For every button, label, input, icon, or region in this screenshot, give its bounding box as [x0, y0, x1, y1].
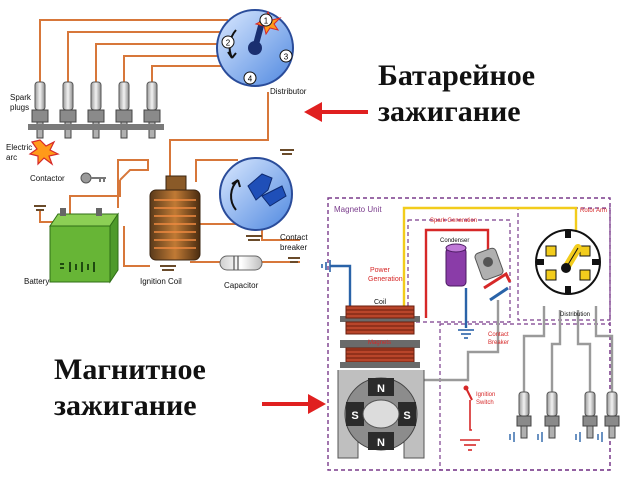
magneto-contact-breaker-label-2: Breaker — [488, 340, 509, 346]
magneto-ground-left — [321, 260, 331, 272]
magnets — [337, 340, 425, 459]
magneto-ignition-caption-line-2: зажигание — [54, 389, 197, 422]
magnet-pole-right: S — [403, 410, 410, 422]
magneto-ignition-diagram: Magneto Unit Coil Power Generation — [321, 197, 620, 471]
electric-arc-icon — [28, 139, 60, 166]
battery-ignition-caption: Батарейное зажигание — [378, 58, 535, 130]
magneto-spark-plug-1 — [516, 391, 532, 439]
magnet-pole-bottom: N — [377, 437, 385, 449]
distributor-number-3: 3 — [284, 53, 289, 62]
magneto-coil — [340, 305, 420, 335]
magneto-caption-arrow — [262, 394, 326, 414]
spark-plugs-label-1: Spark — [10, 93, 32, 102]
battery-label: Battery — [24, 277, 49, 286]
distribution-label: Distribution — [560, 312, 590, 318]
magneto-spark-plug-4 — [604, 391, 620, 439]
ignition-switch-label-2: Switch — [476, 400, 494, 406]
battery — [49, 208, 119, 284]
capacitor-label: Capacitor — [224, 281, 259, 290]
power-generation-label-1: Power — [370, 267, 391, 274]
electric-arc-label-1: Electric — [6, 143, 32, 152]
distributor-label: Distributor — [270, 87, 307, 96]
ground-symbols — [34, 149, 300, 271]
ignition-switch-label-1: Ignition — [476, 392, 495, 398]
rotor-arm-label: Rotor Arm — [580, 208, 607, 214]
ignition-coil-label: Ignition Coil — [140, 277, 182, 286]
distributor-terminal-4 — [243, 71, 257, 85]
distributor-number-2: 2 — [226, 39, 231, 48]
magneto-spark-plugs — [509, 391, 620, 442]
magnets-label: Magnets — [368, 340, 391, 346]
contactor-key-icon — [80, 172, 106, 184]
distributor-terminal-1 — [259, 13, 273, 27]
spark-generation-label: Spark Generation — [430, 218, 477, 224]
magneto-ignition-caption-line-1: Магнитное — [54, 353, 206, 386]
capacitor — [219, 255, 263, 271]
distributor-terminal-3 — [279, 49, 293, 63]
magneto-spark-plug-3 — [582, 391, 598, 439]
battery-ignition-caption-line-1: Батарейное — [378, 59, 536, 92]
ignition-switch — [463, 385, 473, 401]
magneto-contact-breaker — [474, 247, 512, 302]
coil-label: Coil — [374, 299, 387, 306]
contactor-label: Contactor — [30, 174, 65, 183]
magneto-ignition-caption: Магнитное зажигание — [54, 352, 206, 424]
contact-breaker-label-2: breaker — [280, 243, 307, 252]
magneto-unit-label: Magneto Unit — [334, 205, 382, 214]
contact-breaker — [219, 157, 293, 231]
battery-caption-arrow — [304, 102, 368, 122]
battery-ignition-caption-line-2: зажигание — [378, 95, 521, 128]
spark-generation-border — [407, 219, 511, 323]
battery-ignition-diagram: 1 2 3 4 Distributor — [6, 9, 308, 290]
ignition-coil — [149, 175, 201, 261]
magnet-pole-top: N — [377, 383, 385, 395]
lower-dashed-border — [439, 323, 611, 471]
magneto-spark-plug-2 — [544, 391, 560, 439]
distributor-terminal-2 — [221, 35, 235, 49]
power-generation-label-2: Generation — [368, 276, 403, 283]
distributor-number-4: 4 — [248, 75, 253, 84]
contact-breaker-label-1: Contact — [280, 233, 308, 242]
electric-arc-label-2: arc — [6, 153, 17, 162]
distributor-number-1: 1 — [264, 17, 269, 26]
magneto-wires — [330, 206, 614, 431]
distributor: 1 2 3 4 — [216, 9, 294, 87]
condenser-label: Condenser — [440, 238, 469, 244]
spark-plugs-label-2: plugs — [10, 103, 29, 112]
magneto-distributor — [535, 229, 601, 295]
condenser-ground — [458, 329, 474, 339]
spark-plugs — [28, 81, 164, 139]
magnet-pole-left: S — [351, 410, 358, 422]
ignition-switch-ground — [460, 439, 480, 451]
magneto-contact-breaker-label-1: Contact — [488, 332, 509, 338]
condenser — [445, 243, 467, 287]
